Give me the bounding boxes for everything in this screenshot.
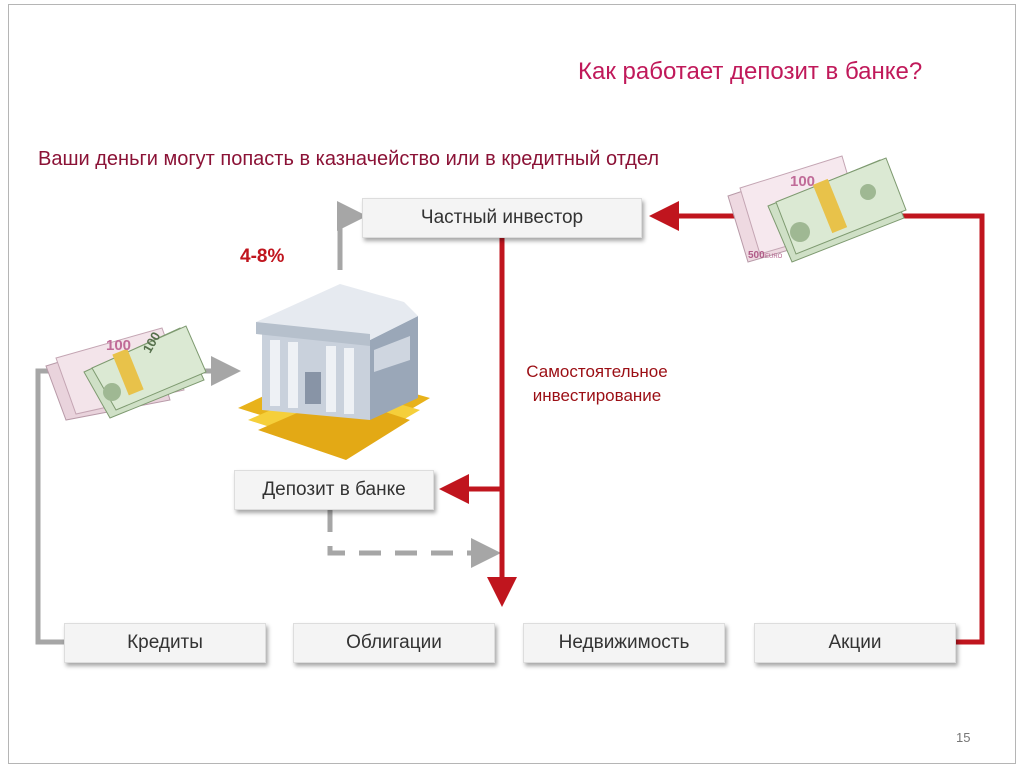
self-investment-label: Самостоятельное инвестирование — [526, 362, 668, 405]
arrow-stocks-to-investor — [649, 201, 985, 645]
euro-denomination-left: 100 — [106, 337, 131, 354]
arrow-bank-to-investor — [337, 201, 367, 270]
slide-title: Как работает депозит в банке? — [578, 58, 923, 85]
euro-denomination-500: 500 — [748, 250, 765, 261]
bank-building-icon — [238, 284, 430, 460]
bank-deposit-box: Депозит в банке — [234, 470, 434, 510]
bonds-box: Облигации — [293, 623, 495, 663]
credits-box: Кредиты — [64, 623, 266, 663]
page-number: 15 — [956, 730, 971, 745]
euro-currency-label: EURO — [765, 254, 783, 260]
real-estate-box: Недвижимость — [523, 623, 725, 663]
slide-subtitle: Ваши деньги могут попасть в казначейство… — [38, 148, 660, 170]
stocks-box: Акции — [754, 623, 956, 663]
private-investor-box: Частный инвестор — [362, 198, 642, 238]
euro-denomination-right: 100 — [790, 173, 815, 190]
interest-rate-label: 4-8% — [240, 246, 285, 267]
banknotes-left-icon: 100 100 — [45, 325, 207, 421]
banknotes-right-icon: 100 500 EURO — [727, 155, 907, 263]
slide-frame — [8, 4, 1016, 764]
arrow-deposit-dashed — [327, 510, 501, 568]
